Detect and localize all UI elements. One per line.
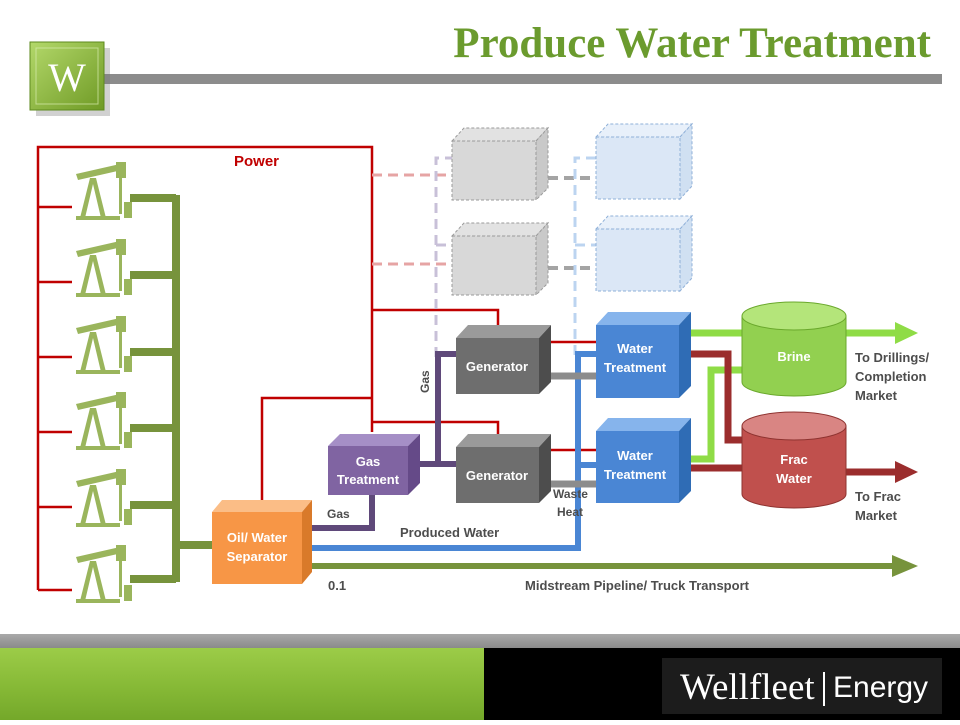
oil-water-separator: Oil/ Water Separator [212, 500, 312, 584]
water-treatment-2-label-2: Treatment [604, 467, 667, 482]
collection-pipes [130, 194, 212, 583]
generator-heat-links [547, 372, 596, 488]
brine-label: Brine [777, 349, 810, 364]
separator-label-2: Separator [227, 549, 288, 564]
water-treatment-1: Water Treatment [596, 312, 691, 398]
pumpjack-icon [76, 545, 132, 603]
power-label: Power [234, 153, 279, 170]
water-treatment-2: Water Treatment [596, 418, 691, 503]
frac-water-tank: Frac Water [741, 411, 847, 509]
brine-tank: Brine [741, 301, 847, 397]
to-frac-label-2: Market [855, 508, 898, 523]
water-treatment-2-label-1: Water [617, 448, 653, 463]
gas-treatment-label-2: Treatment [337, 472, 400, 487]
to-drillings-label-2: Completion [855, 369, 927, 384]
pumpjack-icon [76, 469, 132, 527]
future-units [372, 122, 694, 357]
gas-label: Gas [327, 507, 350, 521]
to-frac-label-1: To Frac [855, 489, 901, 504]
footer-green-panel [0, 648, 484, 720]
separator-label-1: Oil/ Water [227, 530, 287, 545]
generator-2: Generator [456, 434, 551, 503]
to-drillings-label-1: To Drillings/ [855, 350, 930, 365]
frac-water-label-2: Water [776, 471, 812, 486]
generator-1-label: Generator [466, 359, 528, 374]
midstream-label: Midstream Pipeline/ Truck Transport [525, 578, 750, 593]
pumpjack-icon [76, 316, 132, 374]
generator-2-label: Generator [466, 468, 528, 483]
frac-flows [689, 350, 898, 476]
waste-heat-label-2: Heat [557, 505, 583, 519]
slide-title: Produce Water Treatment [453, 20, 931, 67]
pumpjacks [76, 162, 132, 603]
water-treatment-1-label-1: Water [617, 341, 653, 356]
gas-treatment-unit: Gas Treatment [328, 434, 420, 495]
gas-vertical-label: Gas [418, 370, 432, 393]
brine-arrowhead [895, 322, 918, 344]
gas-treatment-label-1: Gas [356, 454, 381, 469]
brand-divider [823, 672, 825, 706]
pumpjack-icon [76, 239, 132, 297]
midstream-pipeline [306, 555, 918, 577]
to-drillings-label-3: Market [855, 388, 898, 403]
waste-heat-label-1: Waste [553, 487, 588, 501]
title-underline [104, 74, 942, 84]
produced-water-label: Produced Water [400, 525, 499, 540]
logo-letter: W [48, 55, 86, 100]
logo: W [29, 41, 110, 116]
generator-1: Generator [456, 325, 551, 394]
produced-water-line [306, 351, 596, 551]
frac-water-label-1: Frac [780, 452, 807, 467]
power-lines [36, 145, 596, 592]
pumpjack-icon [76, 392, 132, 450]
brand-name: Wellfleet [680, 667, 815, 708]
water-treatment-1-label-2: Treatment [604, 360, 667, 375]
brand-suffix: Energy [833, 671, 929, 704]
pipeline-value: 0.1 [328, 578, 346, 593]
footer-band [0, 634, 960, 648]
frac-arrowhead [895, 461, 918, 483]
pumpjack-icon [76, 162, 132, 220]
brand-box [662, 658, 942, 714]
gas-lines [306, 351, 456, 531]
